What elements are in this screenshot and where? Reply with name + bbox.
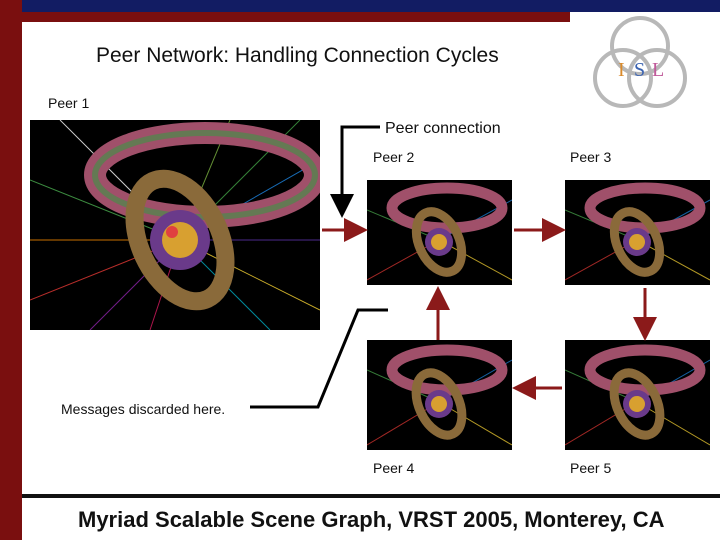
peer-connection-label: Peer connection [385,120,501,137]
top-border-bar [22,0,720,12]
logo-letter-s: S [634,59,645,81]
isl-logo: I S L [590,14,690,122]
messages-discarded-pointer [250,308,388,409]
peer3-label: Peer 3 [570,149,612,165]
peer5-scene-image [565,340,710,450]
left-border-bar [0,0,22,540]
slide-footer: Myriad Scalable Scene Graph, VRST 2005, … [78,507,665,532]
top-accent-bar [22,12,570,22]
peer-connection-pointer [330,125,380,218]
peer3-scene-image [565,180,710,285]
peer2-scene-image [367,180,512,285]
logo-letter-l: L [652,59,664,81]
peer1-label: Peer 1 [48,95,90,111]
peer2-label: Peer 2 [373,149,415,165]
messages-discarded-label: Messages discarded here. [61,401,226,417]
peer1-scene-image [30,120,320,330]
footer-divider [22,494,720,498]
peer4-scene-image [367,340,512,450]
peer4-label: Peer 4 [373,460,415,476]
logo-letter-i: I [618,59,625,81]
slide-title: Peer Network: Handling Connection Cycles [96,44,499,67]
peer5-label: Peer 5 [570,460,612,476]
